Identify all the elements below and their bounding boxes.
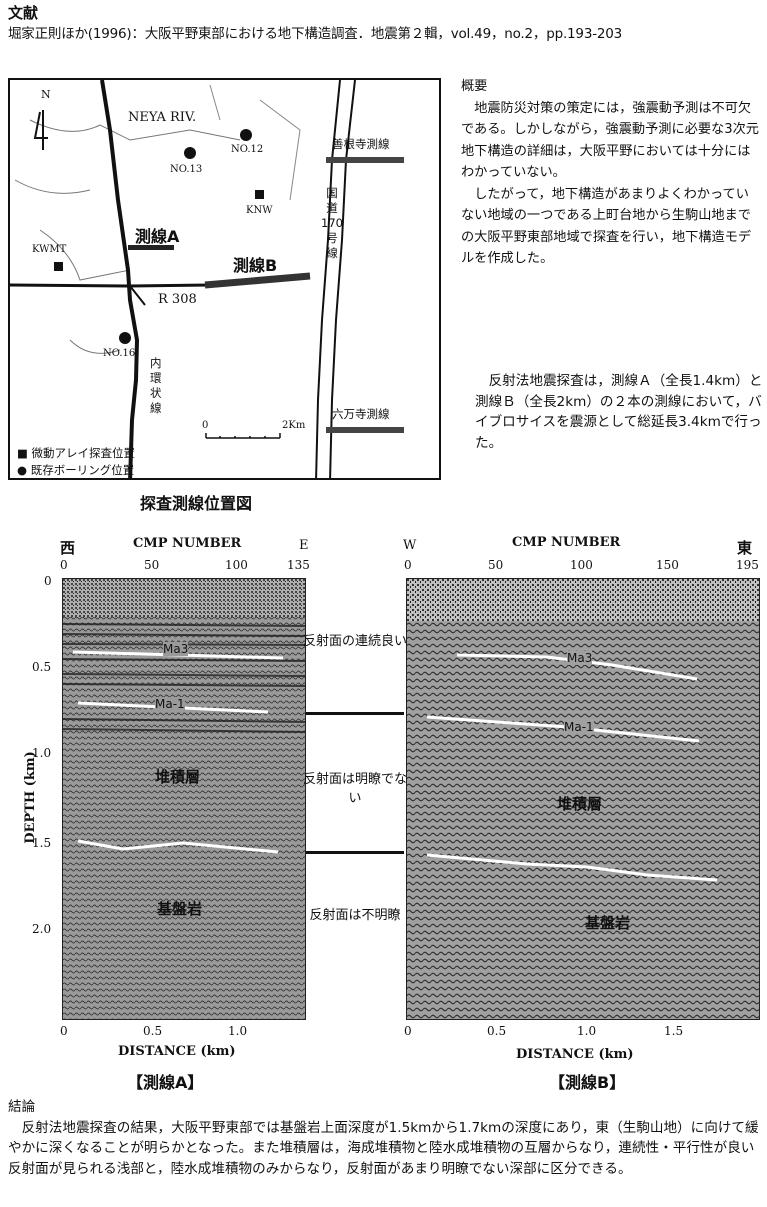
line-a-section-name: 【測線A】: [127, 1073, 204, 1092]
note-lower: 反射面は不明瞭: [309, 908, 401, 923]
site-no12-label: NO.12: [231, 144, 264, 155]
survey-line-b-mark: [204, 272, 311, 289]
north-arrow-icon: [33, 110, 48, 150]
sediment-label-a: 堆積層: [155, 768, 201, 786]
line-b-section-name: 【測線B】: [549, 1073, 626, 1092]
boring-no16-dot: [119, 332, 131, 344]
depth-tick: 1.5: [32, 836, 52, 850]
left-cmp-tick: 50: [144, 558, 160, 572]
ma3-label-b: Ma3: [567, 651, 593, 665]
right-dist-tick: 0.5: [487, 1024, 507, 1038]
site-no13-label: NO.13: [170, 164, 203, 175]
abstract-heading: 概要: [461, 79, 488, 94]
left-cmp-tick: 135: [287, 558, 310, 572]
line-a-label: 測線A: [135, 227, 180, 246]
left-dist-tick: 1.0: [228, 1024, 248, 1038]
abstract-para-1: 地震防災対策の策定には，強震動予測は不可欠である。しかしながら，強震動予測に必要…: [461, 100, 759, 181]
basement-horizon-b: [426, 853, 718, 882]
right-dist-title: DISTANCE (km): [516, 1047, 634, 1062]
note-upper: 反射面の連続良い: [302, 634, 407, 649]
divider-upper: [306, 712, 404, 715]
left-cmp-tick: 100: [225, 558, 248, 572]
boring-no13-dot: [184, 147, 196, 159]
left-cmp-tick: 0: [60, 558, 68, 572]
depth-axis-title: DEPTH (km): [22, 751, 38, 844]
divider-lower: [306, 851, 404, 854]
right-dist-tick: 0: [404, 1024, 412, 1038]
route-308-label: R 308: [158, 292, 197, 307]
ma1-label-b: Ma-1: [564, 720, 594, 734]
zenkonji-label: 善根寺測線: [332, 137, 390, 151]
conclusion: 結論 反射法地震探査の結果，大阪平野東部では基盤岩上面深度が1.5kmから1.7…: [8, 1097, 763, 1179]
right-cmp-tick: 195: [736, 558, 759, 572]
method-text: 反射法地震探査は，測線Ａ（全長1.4km）と測線Ｂ（全長2km）の２本の測線にお…: [475, 373, 763, 451]
left-dist-title: DISTANCE (km): [118, 1044, 236, 1059]
right-cmp-tick: 50: [488, 558, 504, 572]
right-cmp-tick: 100: [570, 558, 593, 572]
left-east-label: E: [299, 538, 309, 553]
left-cmp-title: CMP NUMBER: [133, 536, 242, 551]
conclusion-text: 反射法地震探査の結果，大阪平野東部では基盤岩上面深度が1.5kmから1.7kmの…: [8, 1119, 759, 1177]
zenkonji-line-mark: [326, 157, 404, 163]
inner-loop-road: [100, 80, 140, 478]
scale-bar: [205, 433, 281, 439]
scale-end-label: 2Km: [282, 420, 306, 431]
array-knw-square: [255, 190, 264, 199]
left-dist-tick: 0.5: [143, 1024, 163, 1038]
river-label: NEYA RIV.: [128, 110, 197, 125]
abstract-para-2: したがって，地下構造があまりよくわかっていない地域の一つである上町台地から生駒山…: [461, 186, 752, 267]
array-kwmt-square: [54, 262, 63, 271]
survey-line-map: N NEYA RIV. NO.13 NO.12 KNW KWMT NO.16 測…: [8, 78, 441, 480]
depth-tick: 0: [44, 574, 52, 588]
site-no16-label: NO.16: [103, 348, 136, 359]
reference-citation: 堀家正則ほか(1996)：大阪平野東部における地下構造調査．地震第２輯，vol.…: [8, 26, 623, 42]
left-west-label: 西: [60, 539, 76, 557]
right-dist-tick: 1.5: [664, 1024, 684, 1038]
depth-tick: 1.0: [32, 746, 52, 760]
left-dist-tick: 0: [60, 1024, 68, 1038]
right-cmp-tick: 150: [656, 558, 679, 572]
ma3-label-a: Ma3: [163, 642, 189, 656]
ma1-label-a: Ma-1: [155, 697, 185, 711]
depth-tick: 0.5: [32, 660, 52, 674]
inner-loop-label: 内環状線: [150, 356, 162, 415]
reference-label: 文献: [8, 4, 39, 22]
legend-boring: ● 既存ボーリング位置: [17, 463, 135, 477]
abstract: 概要 地震防災対策の策定には，強震動予測は不可欠である。しかしながら，強震動予測…: [461, 76, 761, 270]
sediment-label-b: 堆積層: [557, 795, 603, 813]
site-kwmt-label: KWMT: [32, 244, 67, 255]
rokumanji-line-mark: [326, 427, 404, 433]
north-label: N: [41, 88, 51, 101]
map-caption: 探査測線位置図: [140, 494, 253, 513]
right-cmp-title: CMP NUMBER: [512, 535, 621, 550]
right-east-label: 東: [737, 539, 753, 557]
rokumanji-label: 六万寺測線: [332, 407, 390, 421]
right-cmp-tick: 0: [404, 558, 412, 572]
basement-horizon-a: [77, 839, 279, 854]
depth-tick: 2.0: [32, 922, 52, 936]
legend-array: ■ 微動アレイ探査位置: [17, 446, 136, 460]
boring-no12-dot: [240, 129, 252, 141]
right-dist-tick: 1.0: [577, 1024, 597, 1038]
conclusion-heading: 結論: [8, 1099, 36, 1115]
line-b-label: 測線B: [233, 256, 278, 275]
basement-label-a: 基盤岩: [157, 900, 203, 918]
survey-line-a-mark: [128, 245, 174, 250]
basement-label-b: 基盤岩: [585, 914, 631, 932]
map-drawing: [10, 80, 404, 478]
site-knw-label: KNW: [246, 205, 273, 216]
note-middle: 反射面は明瞭でない: [302, 772, 407, 806]
scale-start-label: 0: [202, 420, 209, 431]
right-west-label: W: [403, 538, 417, 553]
